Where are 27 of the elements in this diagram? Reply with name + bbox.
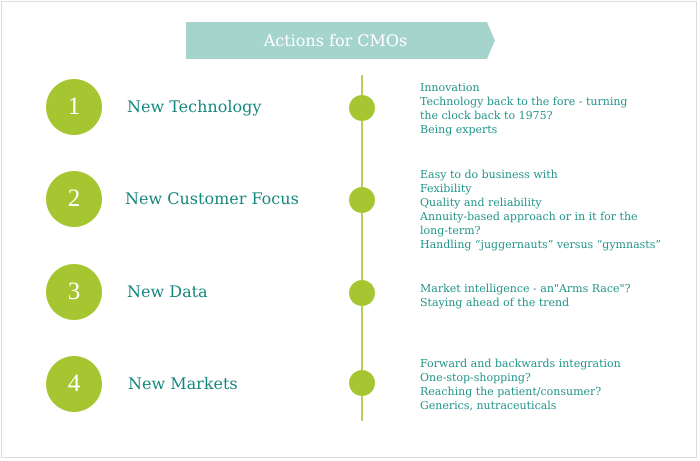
number-circle: 4 [46,356,102,412]
action-item-text: Market intelligence - an"Arms Race"? [420,282,632,296]
action-item-text: Being experts [420,123,498,137]
action-item-text: Technology back to the fore - turning the clock back to 1975? [420,95,628,123]
action-item-text: Fexibility [420,182,472,196]
action-item-text: Innovation [420,81,481,95]
action-item-text: Generics, nutraceuticals [420,399,558,413]
step-heading: New Markets [128,374,238,394]
title-banner: Actions for CMOs [186,22,495,59]
action-item-text: Forward and backwards integration [420,357,622,371]
step-heading: New Customer Focus [125,189,299,209]
timeline-dot [349,95,375,121]
timeline-dot [349,187,375,213]
action-item-text: Annuity-based approach or in it for the long-term? [420,210,639,238]
number-circle: 3 [46,264,102,320]
action-item-text: Handling “juggernauts” versus “gymnasts” [420,238,662,252]
timeline-dot [349,370,375,396]
timeline-dot [349,280,375,306]
number-circle: 1 [46,79,102,135]
action-item-text: Reaching the patient/consumer? [420,385,602,399]
action-item-text: Easy to do business with [420,168,559,182]
number-circle: 2 [46,171,102,227]
action-item-text: Staying ahead of the trend [420,296,570,310]
step-heading: New Data [127,282,208,302]
step-heading: New Technology [127,97,262,117]
action-item-text: One-stop-shopping? [420,371,532,385]
action-item-text: Quality and reliability [420,196,543,210]
